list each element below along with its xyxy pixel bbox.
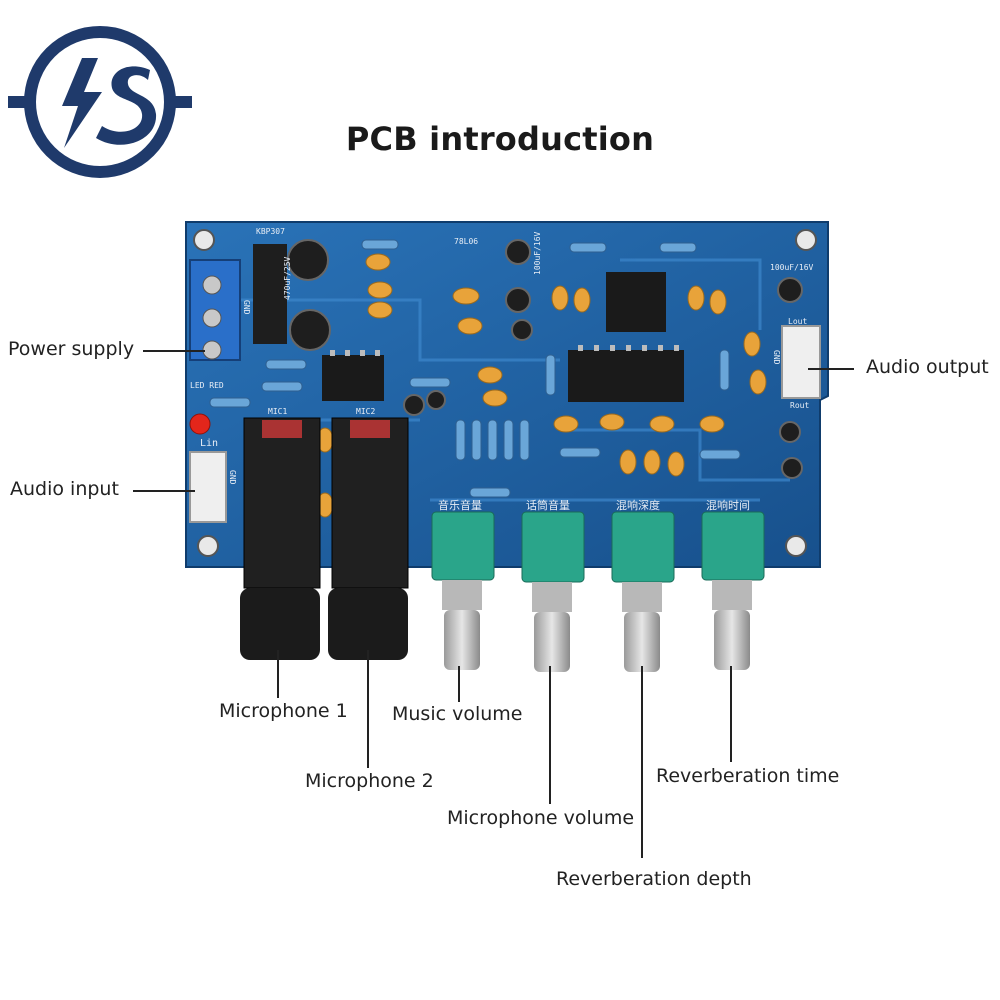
- leader-microphone-2: [367, 650, 369, 768]
- pot-label-mic: 话筒音量: [526, 498, 570, 512]
- silk-cap-100uf-mid: 100uF/16V: [533, 231, 542, 275]
- brand-logo: [8, 26, 192, 178]
- label-microphone-2: Microphone 2: [305, 770, 434, 792]
- silk-kbp307: KBP307: [256, 227, 285, 236]
- leader-microphone-1: [277, 650, 279, 698]
- label-audio-input: Audio input: [10, 478, 119, 500]
- label-power-supply: Power supply: [8, 338, 135, 360]
- silk-gnd-power: GND: [242, 300, 251, 315]
- label-microphone-1: Microphone 1: [219, 700, 348, 722]
- silk-rout: Rout: [790, 401, 809, 410]
- silk-gnd-out: GND: [772, 350, 781, 365]
- label-music-volume: Music volume: [392, 703, 523, 725]
- label-microphone-volume: Microphone volume: [447, 807, 635, 829]
- leader-power-supply: [143, 350, 205, 352]
- silk-mic1: MIC1: [268, 407, 287, 416]
- silk-mic2: MIC2: [356, 407, 375, 416]
- leader-reverberation-time: [730, 666, 732, 762]
- leader-microphone-volume: [549, 666, 551, 804]
- leader-reverberation-depth: [641, 666, 643, 858]
- silk-78l06: 78L06: [454, 237, 478, 246]
- pot-label-time: 混响时间: [706, 499, 750, 512]
- page-title: PCB introduction: [345, 120, 655, 158]
- silk-gnd-lin: GND: [228, 470, 237, 485]
- leader-audio-input: [133, 490, 195, 492]
- pot-label-depth: 混响深度: [616, 498, 660, 512]
- silk-lout: Lout: [788, 317, 807, 326]
- leader-music-volume: [458, 666, 460, 702]
- silk-cap-470uf: 470uF/25V: [283, 256, 292, 300]
- pot-label-music: 音乐音量: [438, 498, 482, 512]
- leader-audio-output: [808, 368, 854, 370]
- silk-cap-100uf-top: 100uF/16V: [770, 263, 814, 272]
- label-audio-output: Audio output: [866, 356, 989, 378]
- label-reverberation-time: Reverberation time: [656, 765, 840, 787]
- silk-lin: Lin: [200, 438, 218, 449]
- label-reverberation-depth: Reverberation depth: [556, 868, 752, 890]
- silk-led-red: LED RED: [190, 381, 224, 390]
